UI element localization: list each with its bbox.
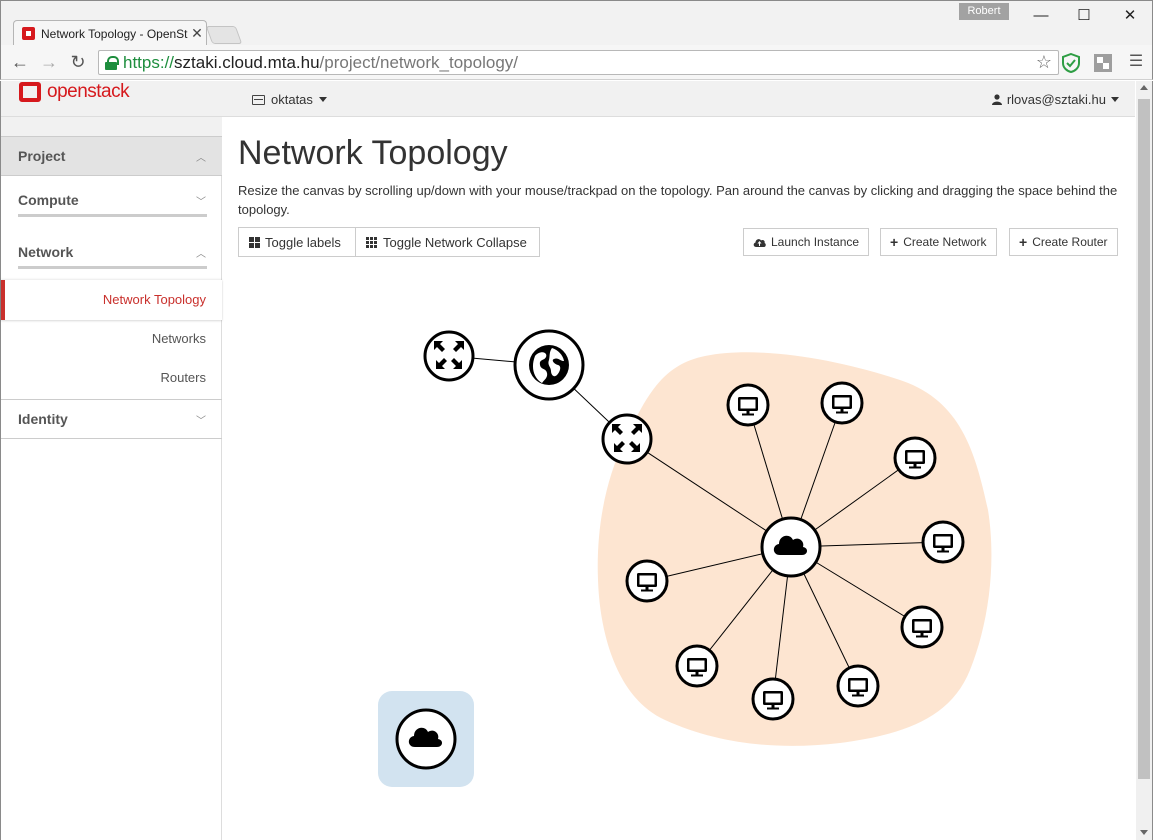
new-tab-button[interactable]	[205, 26, 243, 44]
instance-node[interactable]	[751, 677, 795, 721]
toggle-labels-button[interactable]: Toggle labels	[238, 227, 356, 257]
bookmark-star-icon[interactable]: ☆	[1035, 52, 1052, 72]
server-icon	[252, 94, 265, 105]
grid-icon	[249, 236, 260, 248]
address-bar[interactable]: https:// sztaki.cloud.mta.hu /project/ne…	[98, 50, 1059, 75]
button-label: Launch Instance	[771, 235, 860, 249]
back-icon[interactable]: ←	[11, 52, 29, 72]
divider	[18, 266, 207, 269]
profile-badge[interactable]: Robert	[959, 3, 1009, 20]
sidebar-item-networks[interactable]: Networks	[151, 331, 206, 346]
top-navbar: openstack oktatas rlovas@sztaki.hu	[1, 81, 1135, 117]
openstack-app: openstack oktatas rlovas@sztaki.hu Proje…	[0, 81, 1153, 840]
cloud-upload-icon	[753, 239, 766, 247]
divider	[1, 399, 222, 400]
button-label: Toggle Network Collapse	[383, 234, 527, 250]
instance-node[interactable]	[836, 664, 880, 708]
scroll-thumb[interactable]	[1138, 99, 1150, 779]
chevron-up-icon: ︿	[196, 152, 206, 164]
extension-icon[interactable]	[1093, 53, 1113, 73]
chevron-down-icon: ﹀	[196, 415, 206, 427]
router-node[interactable]	[423, 330, 475, 382]
instance-node[interactable]	[921, 520, 965, 564]
isolated-network-node[interactable]	[395, 708, 457, 770]
shield-extension-icon[interactable]	[1061, 53, 1081, 73]
instance-node[interactable]	[893, 436, 937, 480]
chevron-down-icon: ﹀	[196, 196, 206, 208]
scroll-down-icon[interactable]	[1140, 830, 1148, 835]
instance-node[interactable]	[900, 605, 944, 649]
plus-icon: +	[1019, 234, 1028, 250]
router-node[interactable]	[601, 413, 653, 465]
project-selector[interactable]: oktatas	[252, 92, 327, 107]
openstack-logo[interactable]: openstack	[19, 81, 130, 103]
instance-node[interactable]	[820, 381, 864, 425]
button-label: Toggle labels	[265, 234, 341, 250]
section-label: Project	[18, 148, 66, 164]
logo-text: openstack	[47, 81, 130, 102]
maximize-icon[interactable]: ☐	[1077, 7, 1091, 24]
sidebar-section-project[interactable]: Project ︿	[1, 136, 222, 176]
user-menu[interactable]: rlovas@sztaki.hu	[991, 92, 1119, 107]
main-content: Network Topology Resize the canvas by sc…	[223, 117, 1135, 840]
page-title: Network Topology	[238, 134, 508, 172]
globe-icon	[529, 345, 569, 385]
lock-icon	[105, 55, 119, 70]
sidebar-item-routers[interactable]: Routers	[160, 370, 206, 385]
url-scheme: https://	[123, 52, 175, 72]
close-window-icon[interactable]: ✕	[1123, 7, 1137, 24]
button-label: Create Network	[903, 235, 987, 249]
page-scrollbar[interactable]	[1136, 81, 1152, 840]
openstack-logo-icon	[19, 82, 41, 102]
browser-tab[interactable]: Network Topology - OpenStack ✕	[13, 20, 207, 46]
instance-node[interactable]	[726, 383, 770, 427]
sidebar-top-strip	[1, 117, 222, 136]
chevron-up-icon: ︿	[196, 248, 206, 260]
minimize-icon[interactable]: ―	[1033, 6, 1049, 24]
section-label: Identity	[18, 411, 68, 427]
forward-icon[interactable]: →	[40, 52, 58, 72]
instance-node[interactable]	[675, 644, 719, 688]
browser-toolbar: ← → ↻ https:// sztaki.cloud.mta.hu /proj…	[0, 45, 1153, 80]
toggle-network-collapse-button[interactable]: Toggle Network Collapse	[355, 227, 540, 257]
plus-icon: +	[890, 234, 899, 250]
sidebar: Project ︿ Compute ﹀ Network ︿ Network To…	[1, 117, 222, 840]
section-label: Network	[18, 244, 74, 260]
project-name: oktatas	[271, 92, 313, 107]
private-network-node[interactable]	[760, 516, 822, 578]
url-host: sztaki.cloud.mta.hu	[174, 52, 320, 72]
divider	[1, 438, 222, 439]
grid-icon	[366, 236, 378, 248]
caret-down-icon	[318, 97, 327, 102]
browser-titlebar: Network Topology - OpenStack ✕ Robert ― …	[0, 0, 1153, 46]
user-icon	[991, 94, 1002, 105]
caret-down-icon	[1111, 97, 1119, 102]
scroll-up-icon[interactable]	[1140, 85, 1148, 90]
sidebar-section-compute[interactable]: Compute ﹀	[1, 180, 222, 220]
tab-close-icon[interactable]: ✕	[191, 25, 203, 41]
help-text: Resize the canvas by scrolling up/down w…	[238, 183, 1118, 217]
instance-node[interactable]	[625, 559, 669, 603]
external-network-node[interactable]	[513, 329, 585, 401]
menu-icon[interactable]: ☰	[1128, 53, 1144, 70]
sidebar-section-identity[interactable]: Identity ﹀	[1, 399, 222, 439]
sidebar-section-network[interactable]: Network ︿	[1, 232, 222, 272]
reload-icon[interactable]: ↻	[70, 52, 86, 72]
create-network-button[interactable]: + Create Network	[880, 228, 997, 256]
button-label: Create Router	[1032, 235, 1108, 249]
openstack-favicon-icon	[22, 27, 35, 40]
divider	[18, 214, 207, 217]
user-email: rlovas@sztaki.hu	[1006, 92, 1106, 107]
create-router-button[interactable]: + Create Router	[1009, 228, 1118, 256]
url-path: /project/network_topology/	[319, 52, 518, 72]
sidebar-item-network-topology[interactable]: Network Topology	[1, 280, 222, 320]
launch-instance-button[interactable]: Launch Instance	[743, 228, 870, 256]
section-label: Compute	[18, 192, 79, 208]
tab-title: Network Topology - OpenStack	[41, 26, 188, 41]
